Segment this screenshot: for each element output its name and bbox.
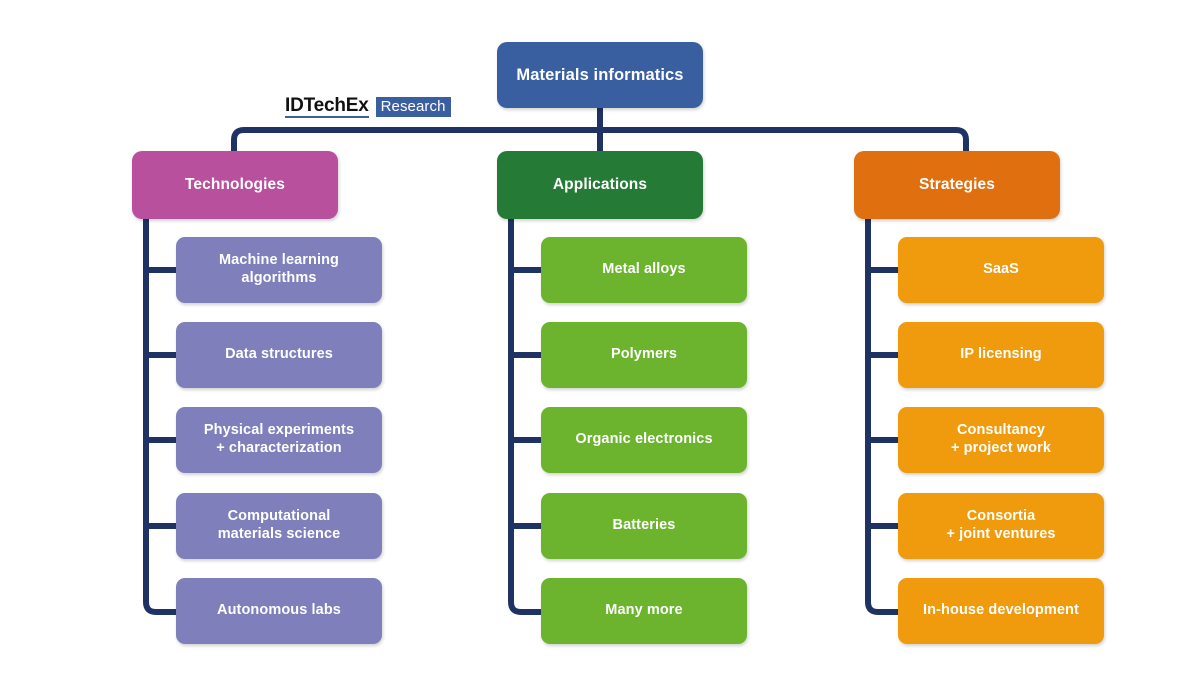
- node-leaf-applications-2[interactable]: Polymers: [541, 322, 747, 388]
- node-leaf-applications-4[interactable]: Batteries: [541, 493, 747, 559]
- idtechex-research-logo: IDTechEx Research: [285, 96, 451, 118]
- node-leaf-applications-3[interactable]: Organic electronics: [541, 407, 747, 473]
- logo-wordmark: IDTechEx: [285, 95, 369, 118]
- node-leaf-technologies-5[interactable]: Autonomous labs: [176, 578, 382, 644]
- connector-spine-technologies: [143, 215, 178, 615]
- logo-research-tag: Research: [375, 97, 451, 117]
- node-leaf-applications-1[interactable]: Metal alloys: [541, 237, 747, 303]
- connector-spine-strategies: [865, 215, 900, 615]
- node-leaf-technologies-4[interactable]: Computational materials science: [176, 493, 382, 559]
- connector-spine-applications: [508, 215, 543, 615]
- node-leaf-strategies-3[interactable]: Consultancy + project work: [898, 407, 1104, 473]
- node-leaf-strategies-5[interactable]: In-house development: [898, 578, 1104, 644]
- node-category-technologies[interactable]: Technologies: [132, 151, 338, 219]
- node-leaf-strategies-4[interactable]: Consortia + joint ventures: [898, 493, 1104, 559]
- node-leaf-strategies-2[interactable]: IP licensing: [898, 322, 1104, 388]
- node-category-applications[interactable]: Applications: [497, 151, 703, 219]
- node-leaf-applications-5[interactable]: Many more: [541, 578, 747, 644]
- node-leaf-technologies-2[interactable]: Data structures: [176, 322, 382, 388]
- node-leaf-technologies-3[interactable]: Physical experiments + characterization: [176, 407, 382, 473]
- node-leaf-technologies-1[interactable]: Machine learning algorithms: [176, 237, 382, 303]
- node-root-materials-informatics[interactable]: Materials informatics: [497, 42, 703, 108]
- node-category-strategies[interactable]: Strategies: [854, 151, 1060, 219]
- node-leaf-strategies-1[interactable]: SaaS: [898, 237, 1104, 303]
